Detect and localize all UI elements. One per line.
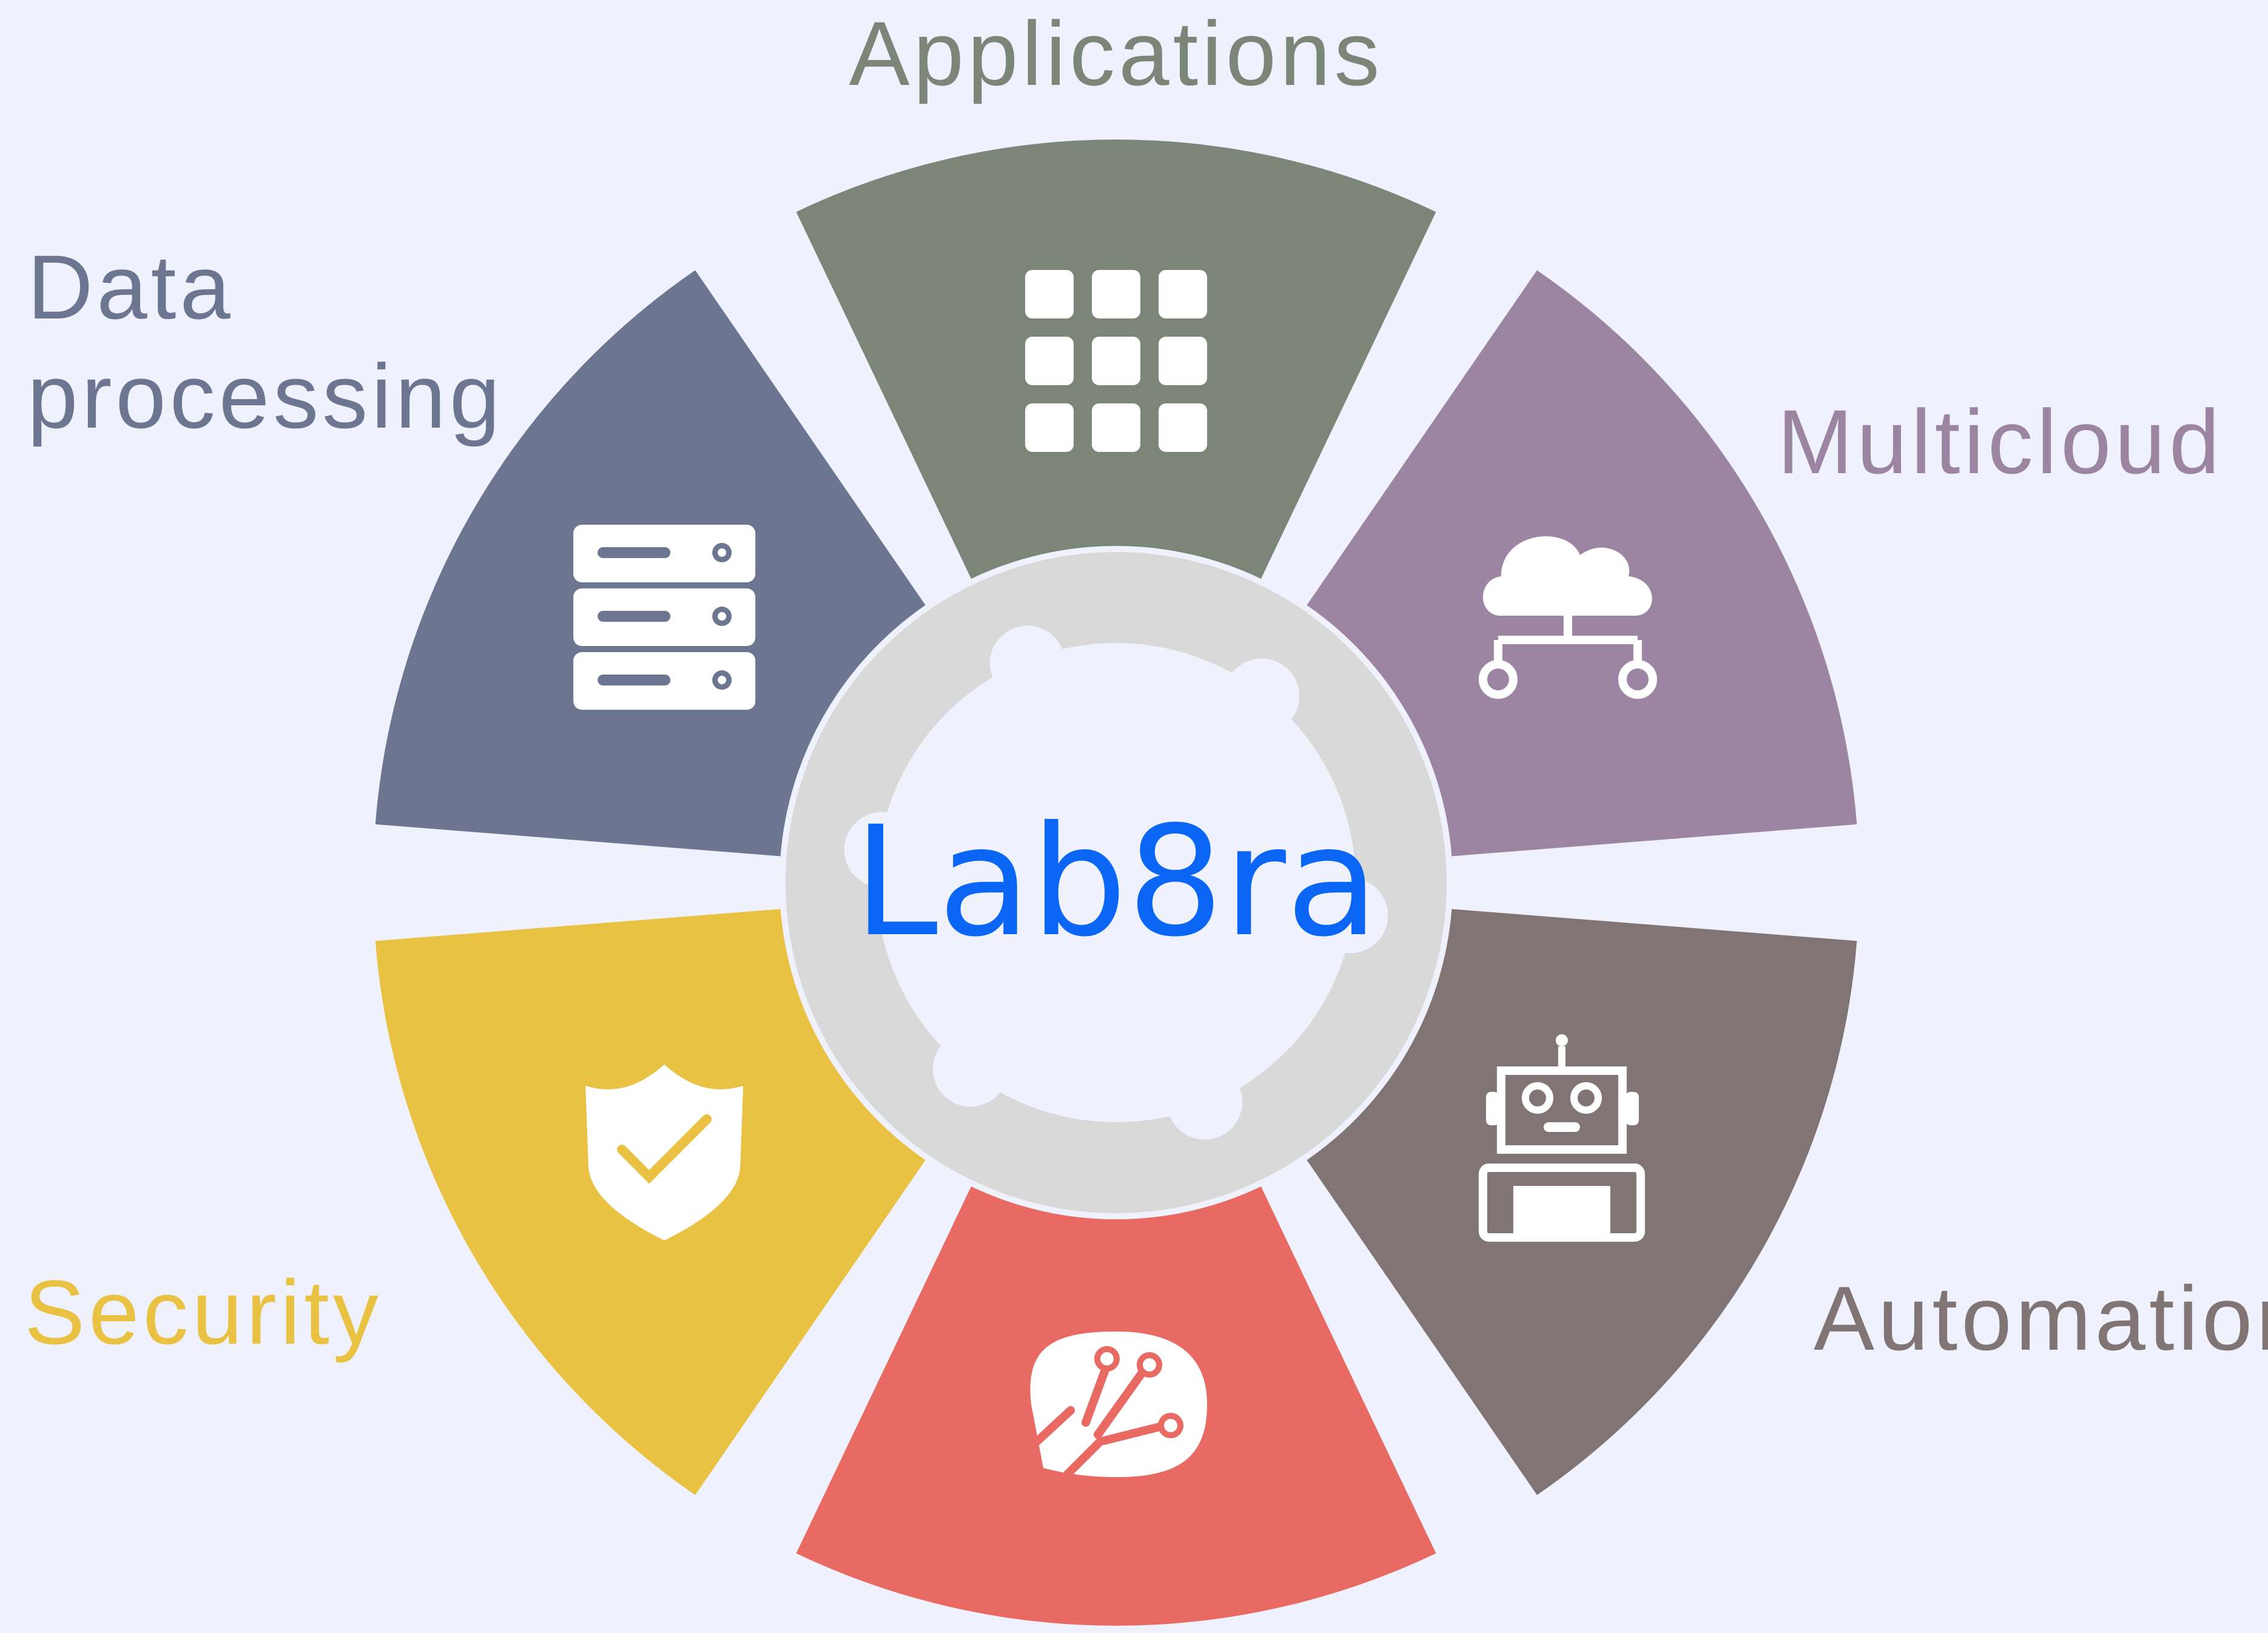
ring-notch <box>1167 1064 1243 1140</box>
app-grid-icon <box>1025 270 1207 452</box>
circuit-icon <box>1027 1332 1207 1478</box>
shield-check-icon <box>585 1065 744 1241</box>
robot-icon <box>1478 1034 1645 1242</box>
ring-band <box>786 552 1447 1213</box>
label-data-processing-line-2: processing <box>27 345 503 447</box>
label-data-processing-line-1: Data <box>27 236 234 338</box>
label-security: Security <box>24 1261 382 1363</box>
label-applications: Applications <box>849 2 1384 104</box>
ring-notch <box>932 1031 1008 1107</box>
ring-notch <box>989 625 1065 701</box>
ring-notch <box>1224 658 1300 734</box>
center-label: Lab8ra <box>853 793 1379 970</box>
ring-notch <box>844 812 920 887</box>
label-automation: Automation <box>1814 1267 2268 1369</box>
inner-ring <box>786 552 1447 1213</box>
label-multicloud: Multicloud <box>1777 391 2223 493</box>
icons-group <box>573 270 1657 1478</box>
server-icon <box>573 525 756 710</box>
cloud-network-icon <box>1478 536 1657 699</box>
ring-notch <box>1313 878 1388 954</box>
